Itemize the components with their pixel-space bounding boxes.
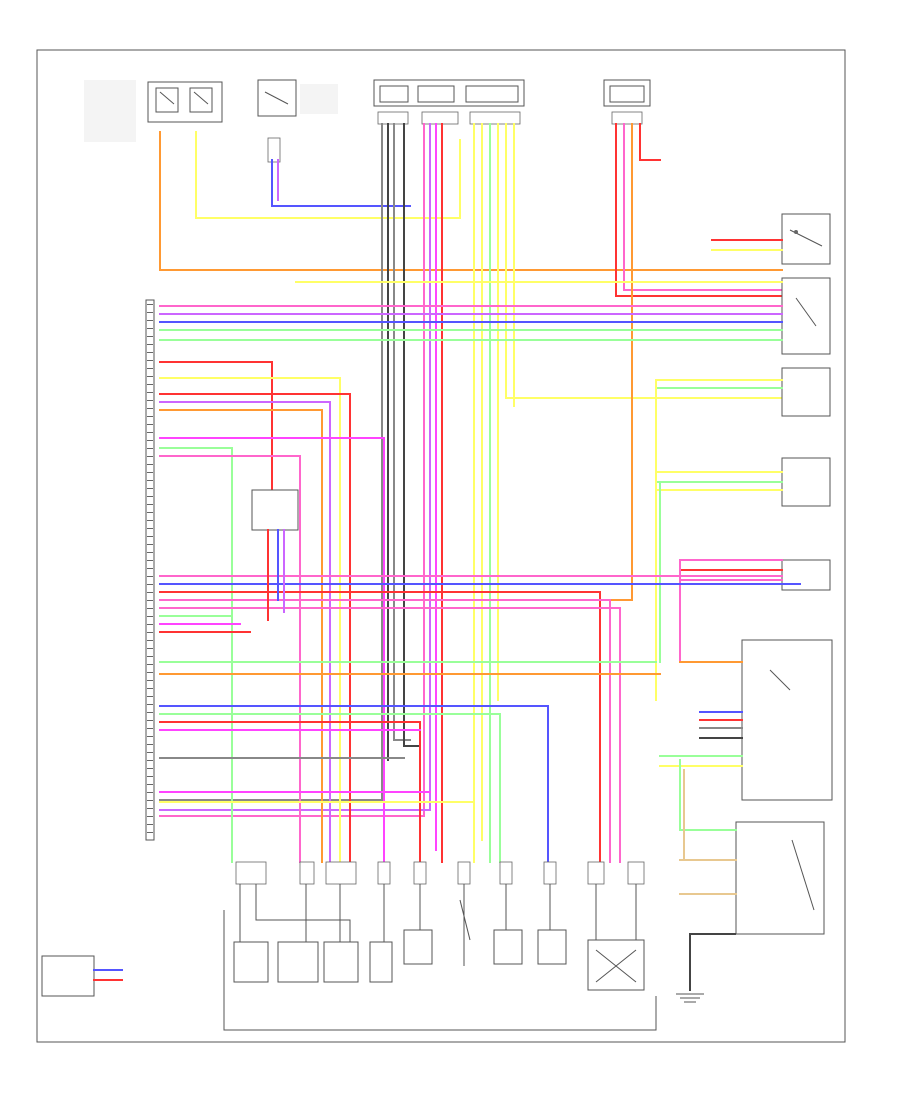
ecu-pin-tick (147, 696, 153, 697)
ecu-pin-tick (147, 744, 153, 745)
ecu-pin-tick (147, 576, 153, 577)
ecu-pin-tick (147, 488, 153, 489)
ecu-pin-tick (147, 648, 153, 649)
right-wires (159, 239, 783, 991)
ecu-pin-tick (147, 320, 153, 321)
ecu-pin-column (145, 299, 155, 841)
bottom-sensors (233, 899, 645, 991)
right-module-box (741, 639, 833, 801)
ecu-pin-tick (147, 328, 153, 329)
ecu-pin-tick (147, 504, 153, 505)
ecu-pin-tick (147, 592, 153, 593)
ecu-pin-tick (147, 360, 153, 361)
ecu-pin-tick (147, 352, 153, 353)
lower-left-component (41, 955, 123, 997)
wire-bundle-right (607, 123, 783, 601)
ecu-pin-tick (147, 368, 153, 369)
ecu-pin-tick (147, 800, 153, 801)
diagram-frame (36, 49, 846, 1043)
ecu-pin-tick (147, 560, 153, 561)
center-junction-connector (251, 489, 299, 621)
ecu-pin-tick (147, 824, 153, 825)
right-sensor-1 (781, 367, 831, 417)
top-connector-pins (267, 111, 643, 163)
ecu-pin-tick (147, 760, 153, 761)
right-relay-top (781, 213, 831, 265)
ecu-pin-tick (147, 640, 153, 641)
ecu-pin-tick (147, 384, 153, 385)
bottom-bus (223, 884, 657, 1031)
ecu-pin-tick (147, 608, 153, 609)
top-center-fuse-block (373, 79, 525, 107)
ecu-pin-tick (147, 624, 153, 625)
ecu-pin-tick (147, 304, 153, 305)
ecu-pin-tick (147, 672, 153, 673)
ecu-pin-tick (147, 552, 153, 553)
wire-bundle-center (159, 123, 783, 863)
ecu-pin-tick (147, 568, 153, 569)
ecu-pin-tick (147, 704, 153, 705)
ecu-pin-tick (147, 480, 153, 481)
ecu-pin-tick (147, 784, 153, 785)
ecu-pin-tick (147, 600, 153, 601)
top-left-junction-block (84, 80, 223, 142)
right-switch-mid (781, 277, 831, 355)
ecu-pin-tick (147, 432, 153, 433)
ecu-pin-tick (147, 344, 153, 345)
ecu-pin-tick (147, 376, 153, 377)
ecu-wires (159, 361, 801, 863)
ecu-pin-tick (147, 464, 153, 465)
ecu-label-column (92, 300, 142, 840)
ecu-pin-tick (147, 536, 153, 537)
ecu-pin-tick (147, 816, 153, 817)
top-right-fuse-block (603, 79, 651, 107)
ecu-pin-tick (147, 656, 153, 657)
ecu-pin-tick (147, 712, 153, 713)
ecu-pin-tick (147, 792, 153, 793)
ignition-switch-block (257, 79, 338, 117)
ecu-pin-tick (147, 440, 153, 441)
ecu-pin-tick (147, 472, 153, 473)
ecu-pin-tick (147, 408, 153, 409)
ecu-pin-tick (147, 688, 153, 689)
ecu-pin-tick (147, 416, 153, 417)
ecu-pin-tick (147, 752, 153, 753)
ecu-pin-tick (147, 768, 153, 769)
ecu-pin-tick (147, 520, 153, 521)
ecu-pin-tick (147, 544, 153, 545)
ground-symbol (676, 993, 704, 1003)
ecu-pin-tick (147, 512, 153, 513)
ecu-pin-tick (147, 336, 153, 337)
ecu-pin-tick (147, 584, 153, 585)
ecu-pin-tick (147, 448, 153, 449)
ecu-pin-tick (147, 728, 153, 729)
right-connector-1 (781, 559, 831, 591)
ecu-pin-tick (147, 736, 153, 737)
ecu-pin-tick (147, 680, 153, 681)
ecu-pin-tick (147, 456, 153, 457)
wire-blue-ignition (271, 159, 411, 207)
right-module-lower (735, 821, 825, 935)
ecu-pin-tick (147, 312, 153, 313)
right-vertical-wires (655, 379, 685, 861)
bottom-connector-row (235, 861, 645, 885)
ecu-pin-tick (147, 400, 153, 401)
ecu-pin-tick (147, 808, 153, 809)
ecu-pin-tick (147, 776, 153, 777)
wire-orange-main (159, 131, 783, 271)
ecu-pin-tick (147, 424, 153, 425)
ecu-pin-tick (147, 616, 153, 617)
right-sensor-2 (781, 457, 831, 507)
ecu-pin-tick (147, 664, 153, 665)
ecu-pin-tick (147, 832, 153, 833)
ecu-pin-tick (147, 496, 153, 497)
ecu-pin-tick (147, 392, 153, 393)
wire-yellow-top (195, 131, 461, 219)
ecu-pin-tick (147, 632, 153, 633)
ecu-pin-tick (147, 528, 153, 529)
ecu-pin-tick (147, 720, 153, 721)
